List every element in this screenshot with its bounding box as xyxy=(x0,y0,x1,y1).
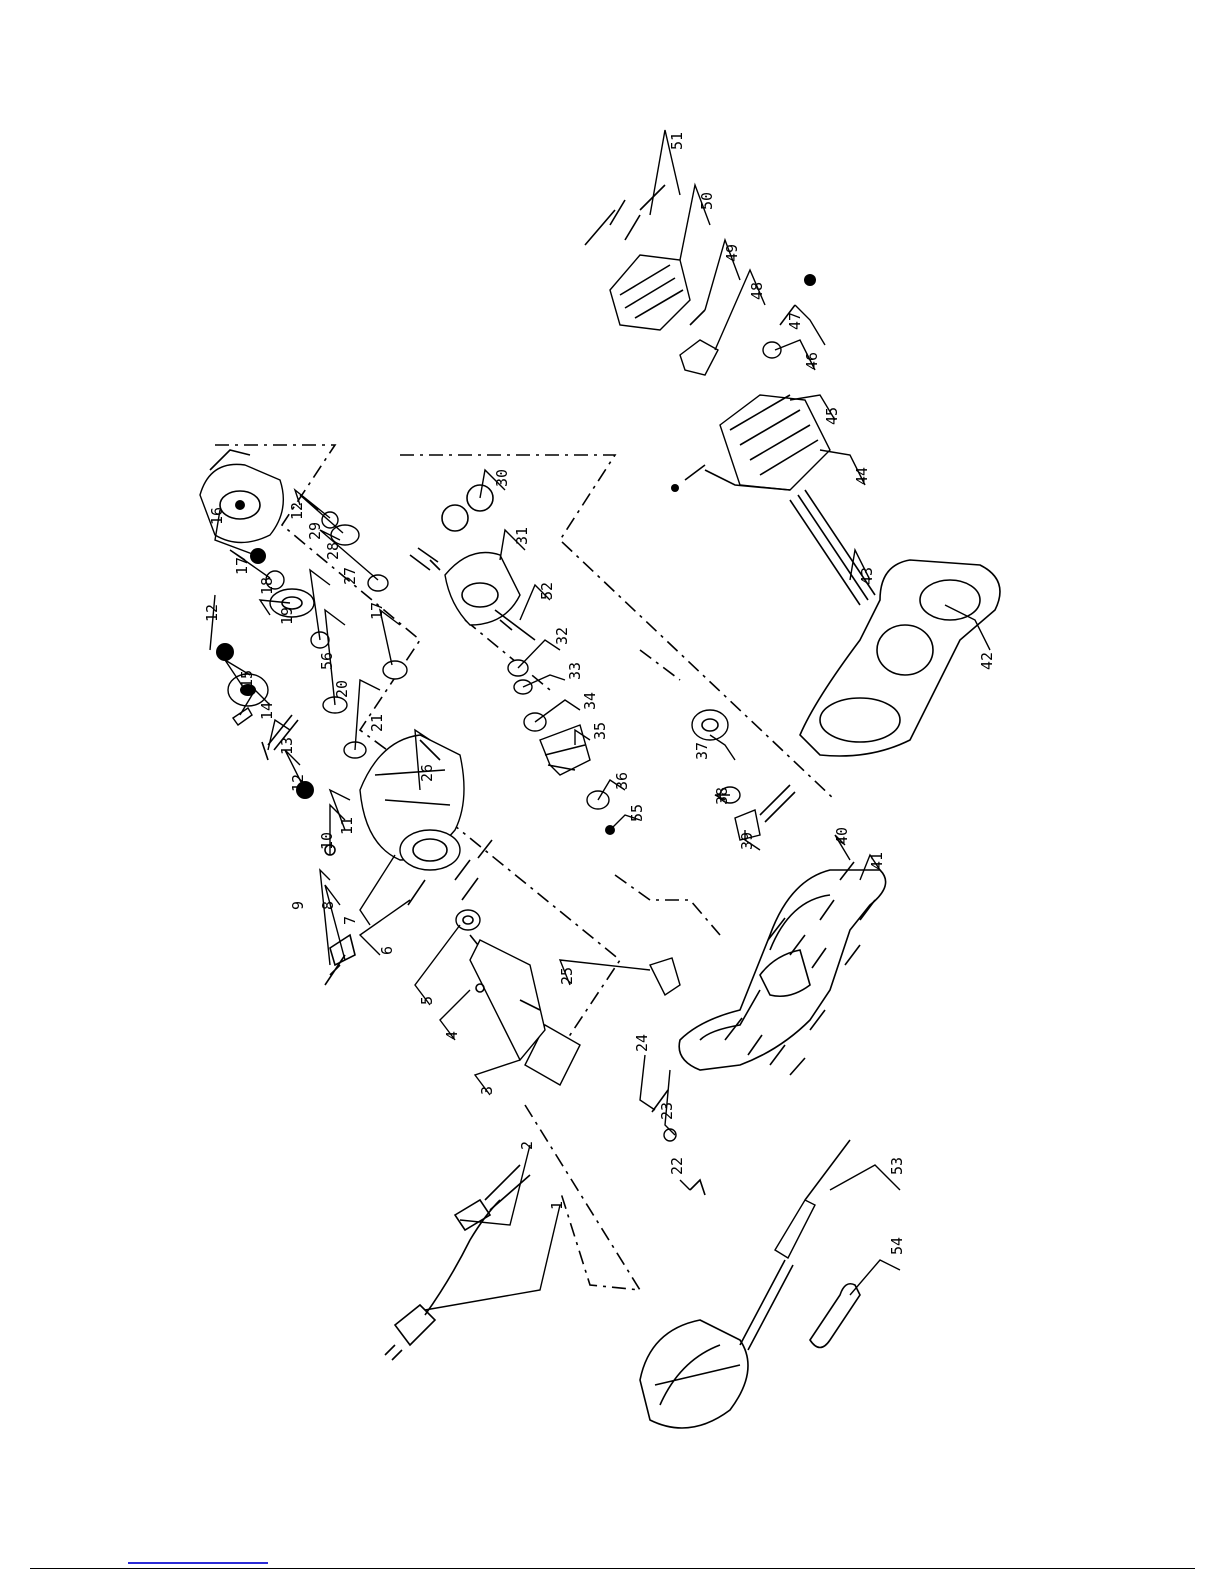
rear-housing xyxy=(610,255,690,330)
label-16: 16 xyxy=(208,507,226,525)
footer-rule xyxy=(30,1568,1195,1569)
label-14: 14 xyxy=(258,702,276,720)
label-40: 40 xyxy=(833,827,851,845)
label-52: 52 xyxy=(538,582,556,600)
label-32: 32 xyxy=(553,627,571,645)
nut-47 xyxy=(804,274,816,286)
label-50: 50 xyxy=(698,192,716,210)
label-7: 7 xyxy=(341,916,359,925)
label-55: 55 xyxy=(628,804,646,822)
label-27: 27 xyxy=(341,567,359,585)
wrench xyxy=(810,1284,860,1348)
label-11: 11 xyxy=(338,817,356,835)
label-17b: 17 xyxy=(368,602,386,620)
label-12c: 12 xyxy=(288,502,306,520)
label-29: 29 xyxy=(306,522,324,540)
label-10: 10 xyxy=(318,832,336,850)
label-17a: 17 xyxy=(233,557,251,575)
spring-22 xyxy=(690,1180,705,1195)
label-4: 4 xyxy=(443,1031,461,1040)
leader-lines xyxy=(210,130,990,1310)
handle-frame-left xyxy=(679,870,885,1070)
label-51: 51 xyxy=(668,132,686,150)
label-43: 43 xyxy=(858,567,876,585)
label-22: 22 xyxy=(668,1157,686,1175)
label-33: 33 xyxy=(566,662,584,680)
cap-45 xyxy=(763,342,781,358)
label-35: 35 xyxy=(591,722,609,740)
label-1: 1 xyxy=(548,1201,566,1210)
label-49: 49 xyxy=(723,244,741,262)
footer-link-underline xyxy=(128,1562,268,1564)
label-23: 23 xyxy=(658,1102,676,1120)
label-12b: 12 xyxy=(203,604,221,622)
part-drawings xyxy=(200,185,1000,1428)
mixing-paddle xyxy=(640,1140,850,1428)
label-48: 48 xyxy=(748,282,766,300)
label-54: 54 xyxy=(888,1237,906,1255)
clip-25 xyxy=(650,958,680,995)
pin-49 xyxy=(690,310,705,325)
label-19: 19 xyxy=(278,607,296,625)
label-30: 30 xyxy=(493,469,511,487)
label-8: 8 xyxy=(319,901,337,910)
power-cord-plug xyxy=(385,1165,530,1360)
label-25: 25 xyxy=(558,967,576,985)
label-3: 3 xyxy=(478,1086,496,1095)
brush-holder xyxy=(410,485,535,640)
label-26: 26 xyxy=(418,764,436,782)
label-38: 38 xyxy=(713,787,731,805)
label-36: 36 xyxy=(613,772,631,790)
handle-screws xyxy=(725,862,875,1075)
long-screw xyxy=(790,490,875,605)
label-5: 5 xyxy=(418,996,436,1005)
spindle-shaft xyxy=(470,935,580,1085)
label-56: 56 xyxy=(318,652,336,670)
part-labels: 1 2 3 4 5 6 7 8 9 10 11 12 13 14 15 12 1… xyxy=(203,132,996,1255)
label-15: 15 xyxy=(238,670,256,688)
label-6: 6 xyxy=(378,946,396,955)
label-34: 34 xyxy=(581,692,599,710)
label-31: 31 xyxy=(513,527,531,545)
motor-housing xyxy=(671,395,830,492)
label-9: 9 xyxy=(289,901,307,910)
label-12a: 12 xyxy=(289,774,307,792)
label-20: 20 xyxy=(333,680,351,698)
label-28: 28 xyxy=(324,542,342,560)
label-46: 46 xyxy=(803,352,821,370)
bearing-5 xyxy=(456,910,480,930)
handle-frame-right xyxy=(800,560,1000,756)
gear-cover xyxy=(200,450,283,543)
label-41: 41 xyxy=(868,852,886,870)
label-21: 21 xyxy=(368,714,386,732)
label-13: 13 xyxy=(278,737,296,755)
label-47: 47 xyxy=(786,312,804,330)
label-42: 42 xyxy=(978,652,996,670)
switch-assembly xyxy=(692,710,795,840)
gear-housing xyxy=(360,735,464,870)
label-53: 53 xyxy=(888,1157,906,1175)
label-18: 18 xyxy=(258,577,276,595)
label-44: 44 xyxy=(853,467,871,485)
label-37: 37 xyxy=(693,742,711,760)
label-2: 2 xyxy=(518,1141,536,1150)
label-39: 39 xyxy=(738,832,756,850)
label-45: 45 xyxy=(823,407,841,425)
end-cap-48 xyxy=(680,340,718,375)
label-24: 24 xyxy=(633,1034,651,1052)
